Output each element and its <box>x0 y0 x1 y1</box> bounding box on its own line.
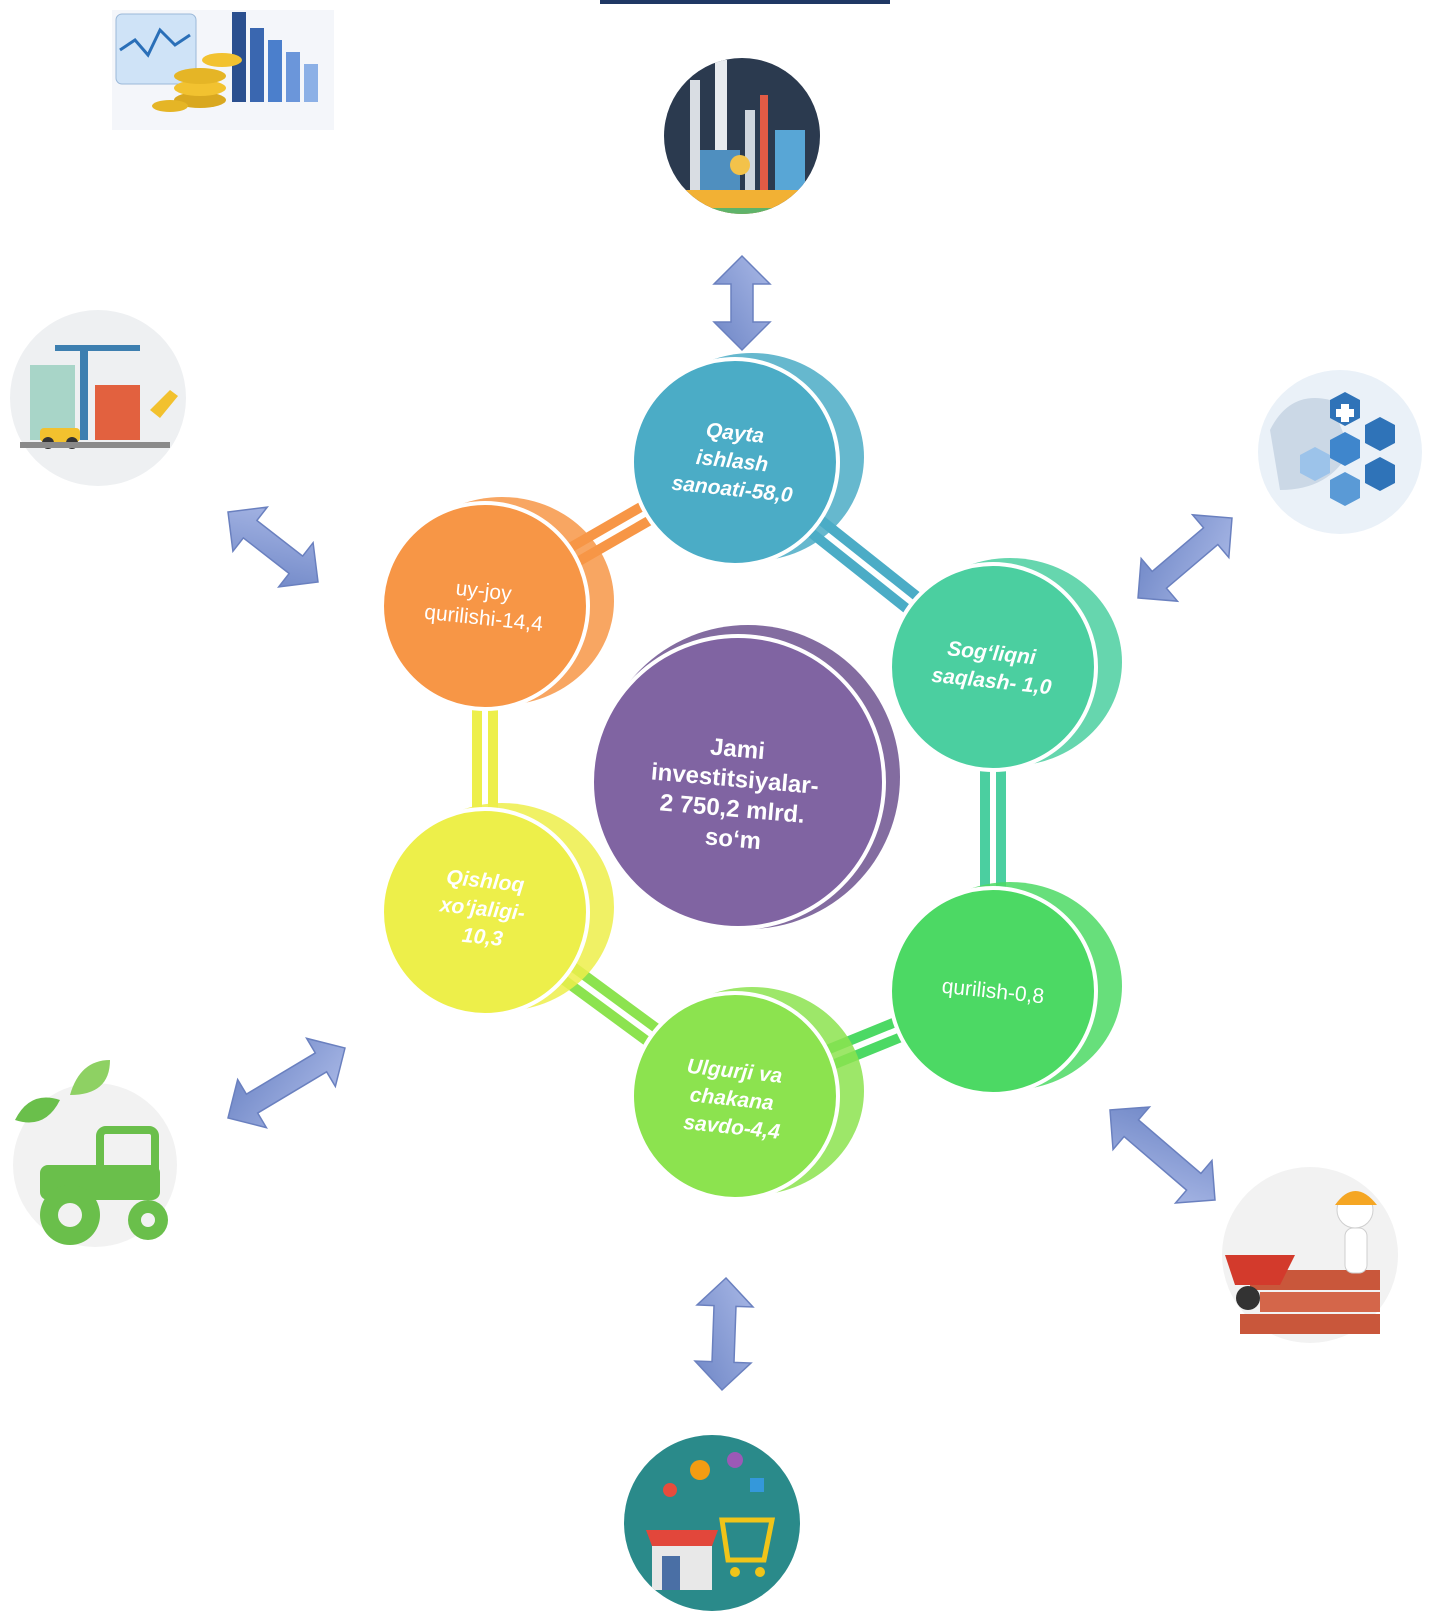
double-arrow-icon <box>1137 513 1233 603</box>
center-node: Jami investitsiyalar- 2 750,2 mlrd. so‘m <box>590 625 900 930</box>
factory-icon <box>664 58 820 214</box>
sector-nodes: Qayta ishlash sanoati-58,0 Sog‘liqni saq… <box>380 353 1122 1201</box>
shopping-icon <box>624 1435 800 1611</box>
sector-node-healthcare: Sog‘liqni saqlash- 1,0 <box>888 558 1122 772</box>
builder-icon <box>1222 1167 1398 1343</box>
double-arrow-icon <box>1109 1106 1216 1204</box>
finance-chart-icon <box>112 10 334 130</box>
double-arrow-icon <box>693 1276 755 1392</box>
double-arrow-icon <box>227 506 319 588</box>
sector-node-agriculture: Qishloq xo‘jaligi- 10,3 <box>380 803 614 1017</box>
double-arrow-icon <box>712 254 772 352</box>
medical-icon <box>1258 370 1422 534</box>
double-arrow-icon <box>227 1037 346 1129</box>
sector-node-trade: Ulgurji va chakana savdo-4,4 <box>630 987 864 1201</box>
arrows-layer <box>227 254 1233 1392</box>
sector-node-processing-industry: Qayta ishlash sanoati-58,0 <box>630 353 864 567</box>
crane-icon <box>10 310 186 486</box>
sector-label: Ulgurji va chakana savdo-4,4 <box>680 1055 789 1144</box>
sector-node-construction: qurilish-0,8 <box>888 882 1122 1096</box>
tractor-icon <box>13 1060 177 1247</box>
title-bar <box>600 0 890 4</box>
sector-node-housing: uy-joy qurilishi-14,4 <box>380 497 614 711</box>
center-label: Jami investitsiyalar- 2 750,2 mlrd. so‘m <box>645 729 829 861</box>
